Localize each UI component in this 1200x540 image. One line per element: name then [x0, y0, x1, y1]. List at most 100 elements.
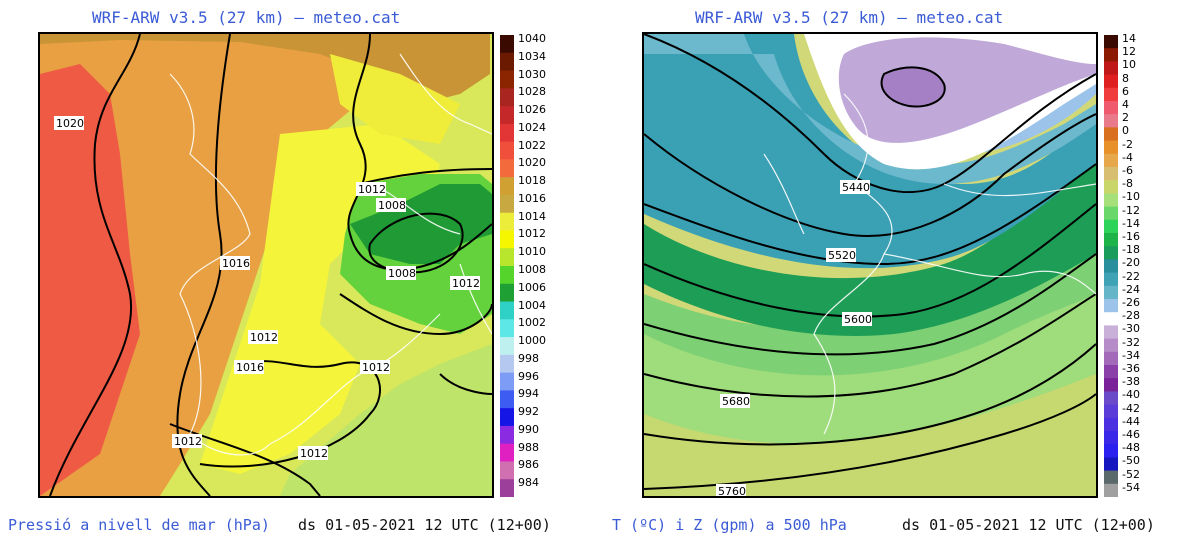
contour-label-5680: 5680 — [720, 394, 750, 408]
left-colorbar-tick-label: 1018 — [518, 174, 546, 188]
svg-text:1008: 1008 — [388, 267, 416, 280]
right-colorbar-swatch — [1104, 48, 1118, 62]
left-colorbar-tick-label: 1000 — [518, 334, 546, 348]
right-colorbar-tick-label: -36 — [1122, 362, 1140, 375]
right-colorbar-tick-label: -14 — [1122, 216, 1140, 230]
left-colorbar-swatch — [500, 479, 514, 498]
right-colorbar-tick-label: -22 — [1122, 269, 1140, 283]
right-colorbar-swatch — [1104, 87, 1118, 102]
right-colorbar-tick-label: 4 — [1122, 98, 1129, 111]
right-colorbar-tick-label: -40 — [1122, 388, 1140, 402]
left-colorbar-swatch — [500, 461, 514, 480]
left-colorbar-swatch — [500, 319, 514, 338]
right-colorbar-tick-label: -52 — [1122, 467, 1140, 481]
right-colorbar — [1104, 35, 1118, 498]
left-colorbar-tick-label: 1022 — [518, 138, 546, 152]
left-colorbar-tick-label: 1004 — [518, 298, 546, 312]
right-colorbar-tick-label: -16 — [1122, 230, 1140, 243]
contour-label-1012: 1012 — [248, 330, 278, 344]
left-colorbar-tick-label: 1024 — [518, 120, 546, 134]
left-colorbar-tick-label: 990 — [518, 422, 539, 436]
svg-text:5520: 5520 — [828, 249, 856, 262]
left-footer: Pressió a nivell de mar (hPa) ds 01-05-2… — [8, 516, 598, 534]
contour-label-1016: 1016 — [234, 360, 264, 374]
right-colorbar-swatch — [1104, 35, 1118, 49]
right-colorbar-swatch — [1104, 457, 1118, 472]
isobars — [49, 34, 492, 496]
geopotential-contours — [644, 34, 1096, 490]
coastlines — [763, 93, 1096, 435]
contour-label-1012: 1012 — [356, 182, 386, 196]
right-title: WRF-ARW v3.5 (27 km) – meteo.cat — [695, 8, 1004, 27]
right-colorbar-swatch — [1104, 101, 1118, 115]
left-colorbar-swatch — [500, 337, 514, 356]
contour-label-1008: 1008 — [376, 198, 406, 212]
svg-text:1012: 1012 — [250, 331, 278, 344]
svg-text:5680: 5680 — [722, 395, 750, 408]
svg-text:1016: 1016 — [222, 257, 250, 270]
svg-text:1012: 1012 — [300, 447, 328, 460]
right-colorbar-swatch — [1104, 404, 1118, 419]
left-footer-label: Pressió a nivell de mar (hPa) — [8, 516, 270, 534]
right-colorbar-swatch — [1104, 391, 1118, 406]
right-colorbar-tick-label: -18 — [1122, 243, 1140, 257]
svg-text:1020: 1020 — [56, 117, 84, 130]
contour-label-5520: 5520 — [826, 248, 856, 262]
right-colorbar-swatch — [1104, 417, 1118, 432]
right-colorbar-tick-label: -26 — [1122, 296, 1140, 309]
contour-label-5760: 5760 — [716, 484, 746, 496]
left-colorbar-tick-label: 1010 — [518, 245, 546, 259]
contour-label-1012: 1012 — [298, 446, 328, 460]
right-colorbar-swatch — [1104, 219, 1118, 234]
right-colorbar-swatch — [1104, 312, 1118, 326]
left-colorbar-swatch — [500, 443, 514, 462]
right-colorbar-tick-label: -12 — [1122, 203, 1140, 217]
right-colorbar-swatch — [1104, 153, 1118, 168]
contour-label-1012: 1012 — [360, 360, 390, 374]
left-colorbar-swatch — [500, 212, 514, 231]
right-colorbar-swatch — [1104, 233, 1118, 247]
right-colorbar-swatch — [1104, 127, 1118, 142]
right-colorbar-swatch — [1104, 431, 1118, 445]
right-colorbar-swatch — [1104, 378, 1118, 392]
left-colorbar-tick-label: 1012 — [518, 227, 546, 241]
left-colorbar-tick-label: 1016 — [518, 191, 546, 205]
right-colorbar-tick-label: -50 — [1122, 454, 1140, 468]
right-colorbar-swatch — [1104, 470, 1118, 485]
right-colorbar-tick-label: -44 — [1122, 414, 1140, 428]
left-colorbar-swatch — [500, 408, 514, 427]
svg-text:1012: 1012 — [362, 361, 390, 374]
right-colorbar-swatch — [1104, 74, 1118, 89]
right-colorbar-swatch — [1104, 444, 1118, 458]
left-colorbar-tick-label: 1040 — [518, 32, 546, 45]
svg-text:5440: 5440 — [842, 181, 870, 194]
right-colorbar-swatch — [1104, 285, 1118, 300]
right-colorbar-tick-label: -20 — [1122, 256, 1140, 270]
contour-label-1016: 1016 — [220, 256, 250, 270]
left-colorbar-swatch — [500, 141, 514, 160]
right-footer-label: T (ºC) i Z (gpm) a 500 hPa — [612, 516, 847, 534]
right-footer-datetime: ds 01-05-2021 12 UTC (12+00) — [902, 516, 1155, 534]
left-colorbar-swatch — [500, 354, 514, 374]
right-colorbar-swatch — [1104, 61, 1118, 76]
left-map-pressure[interactable]: 1020 1016 1012 1008 1008 1012 1012 1016 … — [38, 32, 494, 498]
left-colorbar-swatch — [500, 372, 514, 391]
svg-text:1012: 1012 — [452, 277, 480, 290]
svg-text:1008: 1008 — [378, 199, 406, 212]
right-map-temperature[interactable]: 5440 5520 5600 5680 5760 — [642, 32, 1098, 498]
right-colorbar-tick-label: -6 — [1122, 164, 1133, 177]
contour-label-5600: 5600 — [842, 312, 872, 326]
left-colorbar-svg — [500, 35, 514, 498]
left-colorbar-tick-label: 1002 — [518, 316, 546, 330]
right-colorbar-tick-label: -32 — [1122, 335, 1140, 349]
left-colorbar-swatch — [500, 283, 514, 303]
right-colorbar-svg — [1104, 35, 1118, 498]
right-colorbar-swatch — [1104, 338, 1118, 353]
left-colorbar-swatch — [500, 70, 514, 89]
right-colorbar-swatch — [1104, 365, 1118, 379]
right-colorbar-tick-label: -4 — [1122, 150, 1133, 164]
left-colorbar-tick-label: 984 — [518, 476, 539, 490]
svg-text:1012: 1012 — [174, 435, 202, 448]
right-colorbar-tick-label: -10 — [1122, 190, 1140, 204]
right-colorbar-tick-label: 12 — [1122, 45, 1136, 59]
